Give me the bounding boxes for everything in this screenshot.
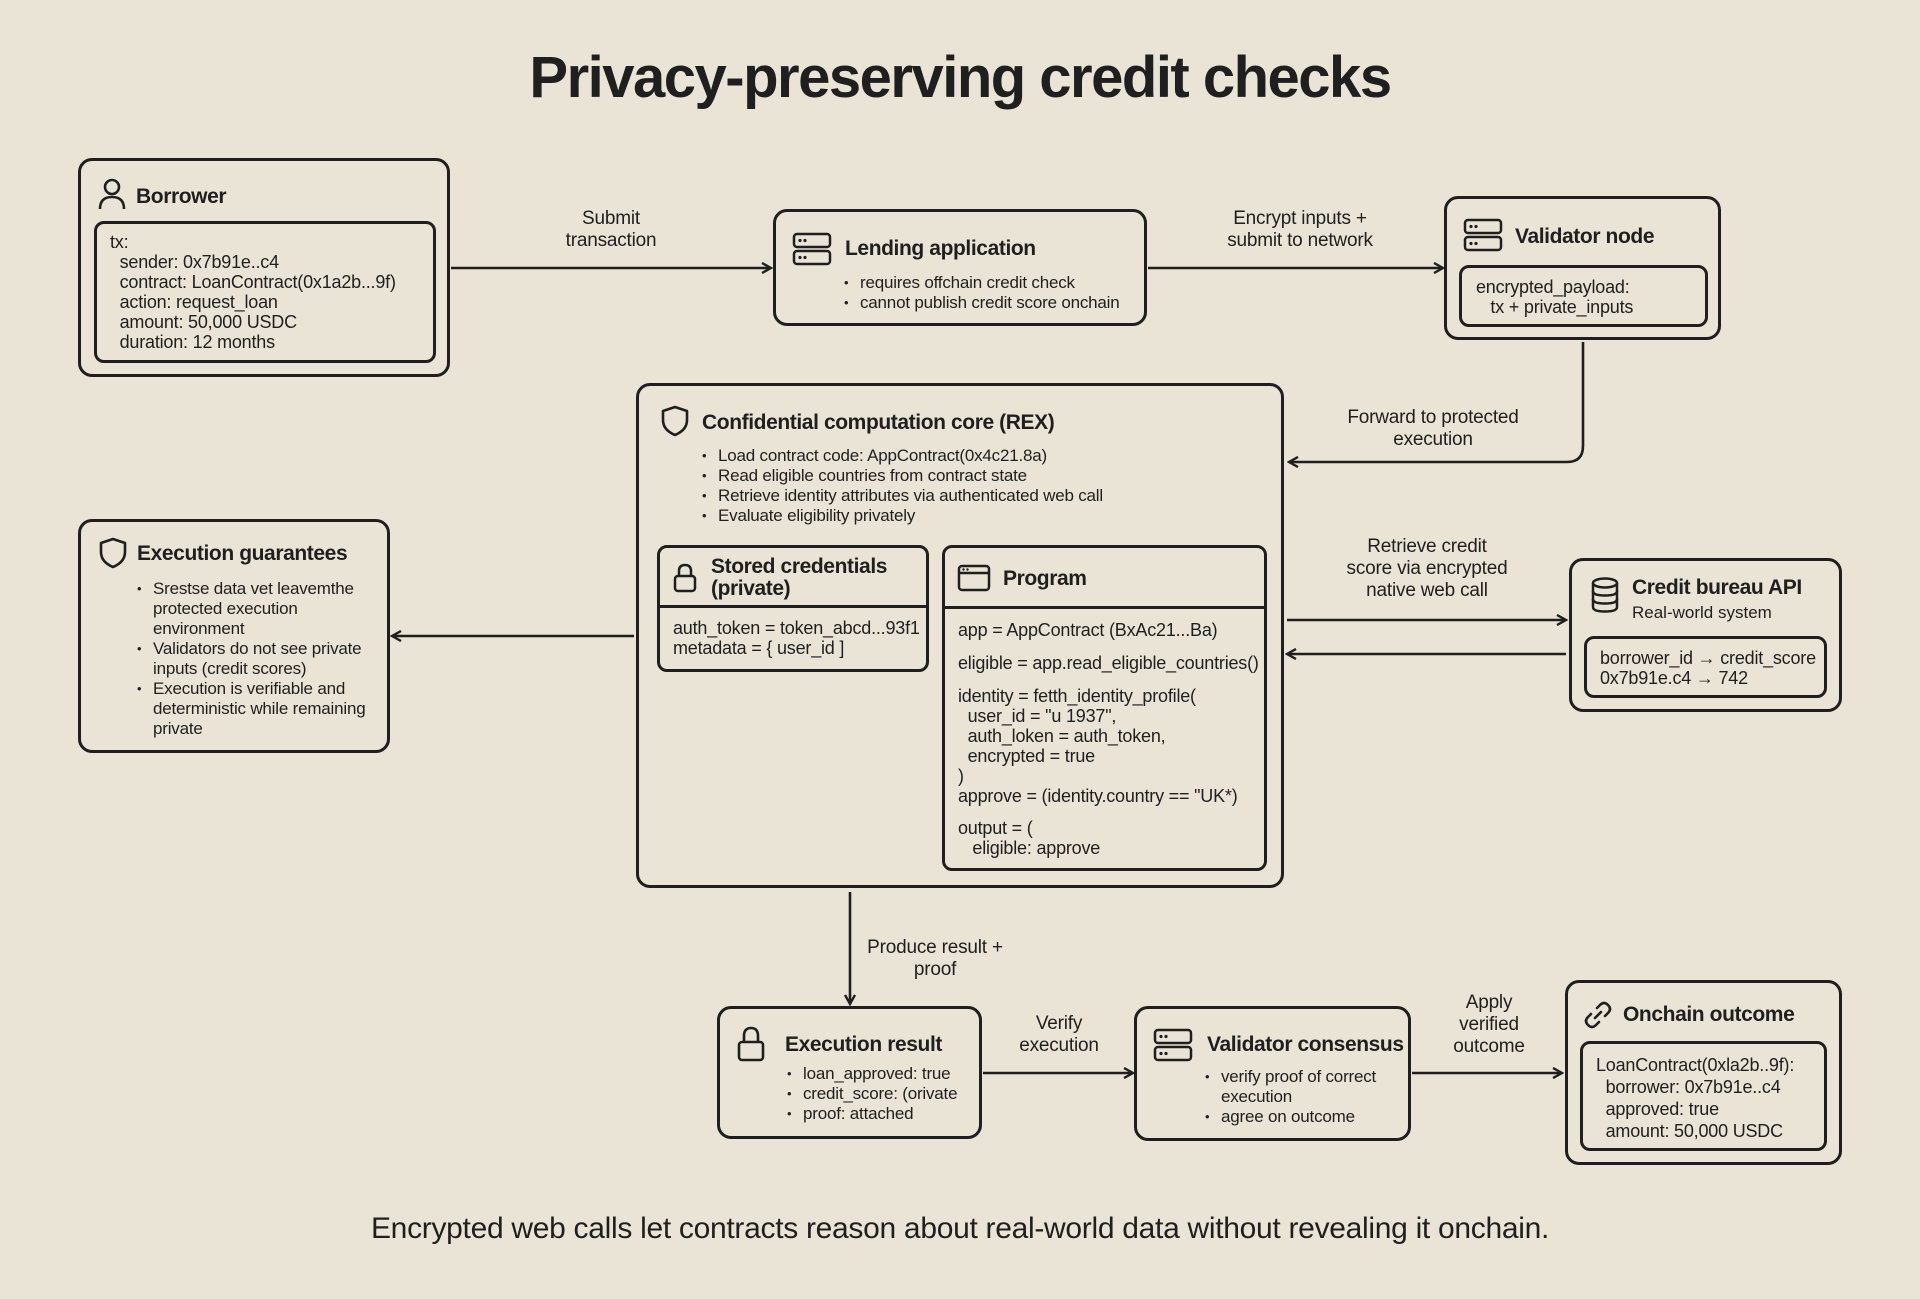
arrow-validator-to-core bbox=[1289, 342, 1585, 462]
confidential-core: Confidential computation core (REX) Load… bbox=[636, 383, 1284, 888]
credentials-divider bbox=[660, 605, 926, 608]
lending-title: Lending application bbox=[845, 237, 1036, 260]
borrower-title: Borrower bbox=[136, 185, 227, 208]
onchain-record: LoanContract(0xla2b..9f): borrower: 0x7b… bbox=[1580, 1041, 1827, 1151]
consensus-bullets: verify proof of correct executionagree o… bbox=[1203, 1067, 1403, 1127]
server-icon bbox=[1153, 1028, 1193, 1062]
execution-guarantees: Execution guarantees Srestse data vet le… bbox=[78, 519, 390, 753]
edge-label-encrypt: Encrypt inputs +submit to network bbox=[1227, 208, 1373, 251]
result-bullets: loan_approved: truecredit_score: (orivat… bbox=[785, 1064, 958, 1124]
validator-title: Validator node bbox=[1515, 225, 1655, 248]
borrower-node: Borrower tx: sender: 0x7b91e..c4 contrac… bbox=[78, 158, 450, 377]
program-block-output: output = ( eligible: approve bbox=[958, 818, 1101, 858]
link-icon bbox=[1584, 1001, 1612, 1029]
execution-result: Execution result loan_approved: truecred… bbox=[717, 1006, 982, 1139]
program-title: Program bbox=[1003, 567, 1087, 590]
consensus-title: Validator consensus bbox=[1207, 1033, 1404, 1056]
program-line-eligible: eligible = app.read_eligible_countries() bbox=[958, 653, 1259, 673]
edge-label-produce: Produce result +proof bbox=[867, 937, 1003, 980]
person-icon bbox=[98, 178, 126, 210]
program-panel: Program app = AppContract (BxAc21...Ba) … bbox=[942, 545, 1267, 871]
onchain-outcome: Onchain outcome LoanContract(0xla2b..9f)… bbox=[1565, 980, 1842, 1165]
server-icon bbox=[1463, 218, 1503, 252]
encrypted-payload: encrypted_payload: tx + private_inputs bbox=[1459, 265, 1708, 327]
program-block-identity: identity = fetth_identity_profile( user_… bbox=[958, 686, 1238, 806]
credentials-title: Stored credentials(private) bbox=[711, 555, 888, 600]
database-icon bbox=[1591, 577, 1619, 613]
guarantees-bullets: Srestse data vet leavemthe protected exe… bbox=[135, 579, 375, 739]
lending-bullets: requires offchain credit checkcannot pub… bbox=[842, 273, 1120, 313]
lock-icon bbox=[737, 1026, 765, 1062]
core-bullets: Load contract code: AppContract(0x4c21.8… bbox=[700, 446, 1103, 526]
bureau-title: Credit bureau API bbox=[1632, 576, 1802, 599]
tx-details: tx: sender: 0x7b91e..c4 contract: LoanCo… bbox=[94, 221, 436, 363]
shield-icon bbox=[661, 405, 689, 437]
bureau-subtitle: Real-world system bbox=[1632, 603, 1772, 622]
lock-icon bbox=[673, 563, 697, 593]
page-title: Privacy-preserving credit checks bbox=[529, 45, 1392, 110]
server-icon bbox=[792, 232, 832, 266]
window-icon bbox=[957, 564, 991, 592]
validator-consensus: Validator consensus verify proof of corr… bbox=[1134, 1006, 1411, 1141]
result-title: Execution result bbox=[785, 1033, 942, 1056]
tx-lines: tx: sender: 0x7b91e..c4 contract: LoanCo… bbox=[110, 232, 396, 352]
program-line-app: app = AppContract (BxAc21...Ba) bbox=[958, 620, 1218, 640]
core-title: Confidential computation core (REX) bbox=[702, 411, 1055, 434]
footer-caption: Encrypted web calls let contracts reason… bbox=[370, 1212, 1550, 1245]
credit-bureau-api: Credit bureau API Real-world system borr… bbox=[1569, 558, 1842, 712]
payload-lines: encrypted_payload: tx + private_inputs bbox=[1476, 277, 1634, 317]
lending-application-node: Lending application requires offchain cr… bbox=[773, 209, 1147, 326]
onchain-lines: LoanContract(0xla2b..9f): borrower: 0x7b… bbox=[1596, 1055, 1795, 1141]
validator-node: Validator node encrypted_payload: tx + p… bbox=[1444, 196, 1721, 340]
guarantees-title: Execution guarantees bbox=[137, 542, 348, 565]
stored-credentials: Stored credentials(private) auth_token =… bbox=[657, 545, 929, 672]
shield-icon bbox=[99, 537, 127, 569]
onchain-title: Onchain outcome bbox=[1623, 1003, 1795, 1026]
program-divider bbox=[945, 606, 1264, 609]
